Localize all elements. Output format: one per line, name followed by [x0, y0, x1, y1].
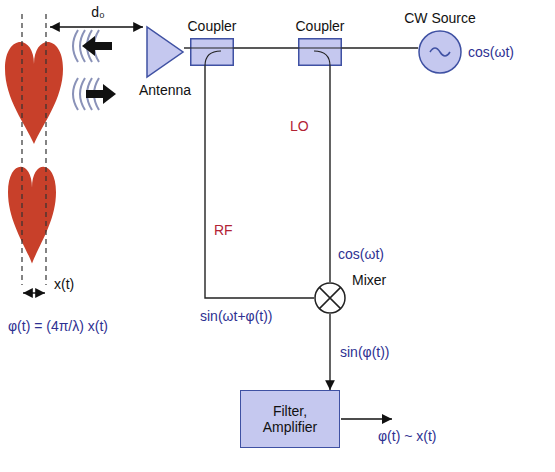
signal-wire: [205, 66, 314, 298]
signal-name: sin(φ(t)): [338, 344, 392, 360]
coupler-box-outline: [298, 38, 342, 66]
coupler-box: Coupler: [190, 38, 234, 66]
coupler-box: Coupler: [298, 38, 342, 66]
cw-source-outline: [418, 30, 462, 74]
box-label: Filter, Amplifier: [248, 403, 332, 435]
signal-wire: [342, 47, 418, 48]
signal-name: cos(ωt): [338, 246, 384, 262]
antenna-horn: Antenna: [146, 26, 184, 78]
chest-wall-lines: [22, 14, 46, 285]
distance-label: d₀: [91, 4, 105, 20]
mixer-symbol-outline: [314, 282, 346, 314]
port-name: RF: [212, 222, 235, 238]
antenna-horn-outline: [146, 26, 184, 78]
port-name: LO: [288, 118, 311, 134]
coupler-box-outline: [190, 38, 234, 66]
incident-arrow: [82, 36, 112, 56]
part-name: Antenna: [139, 82, 191, 98]
signal-name: φ(t) ~ x(t): [378, 428, 436, 444]
phase-formula: φ(t) = (4π/λ) x(t): [8, 318, 108, 334]
part-name: Coupler: [295, 18, 344, 34]
signal-wire: [329, 314, 330, 390]
reflected-arrow: [86, 84, 116, 104]
signal-wire: [329, 66, 330, 282]
mixer-symbol: Mixer: [314, 282, 346, 314]
part-name: CW Source: [404, 10, 476, 26]
cw-source: CW Source: [418, 30, 462, 74]
displacement-label: x(t): [54, 276, 74, 292]
signal-name: cos(ωt): [468, 44, 514, 60]
output-arrow: [341, 418, 392, 420]
signal-wire: [234, 47, 298, 48]
heart-large: [5, 42, 63, 144]
signal-name: sin(ωt+φ(t)): [200, 308, 273, 324]
filter-box: Filter, Amplifier: [240, 390, 340, 448]
signal-wire: [184, 47, 190, 48]
heart-small: [8, 167, 56, 264]
part-name: Coupler: [187, 18, 236, 34]
distance-arrow: [50, 26, 143, 27]
displacement-arrow: [23, 292, 45, 293]
part-name: Mixer: [352, 272, 386, 288]
